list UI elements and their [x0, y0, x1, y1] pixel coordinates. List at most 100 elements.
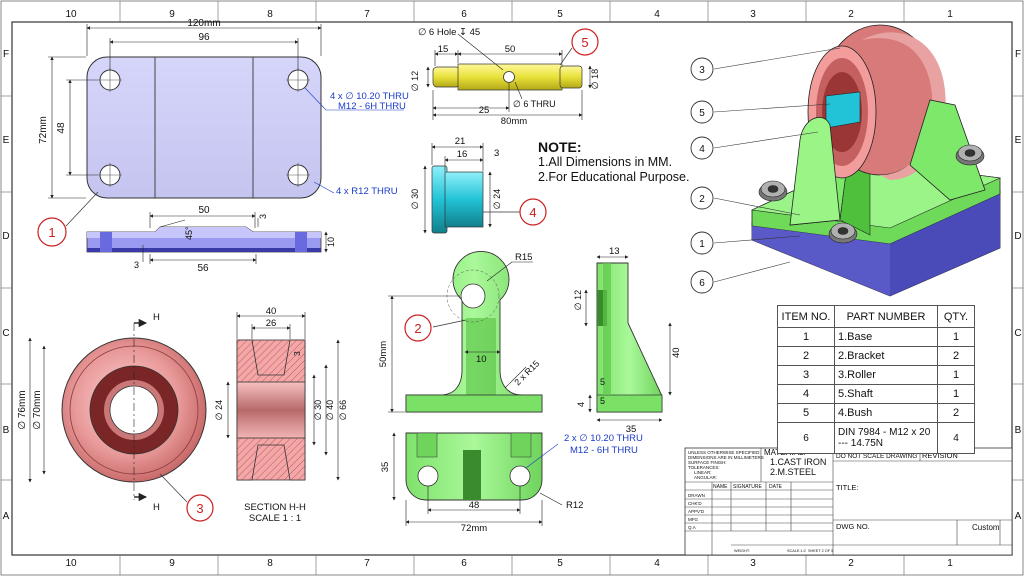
- bom-part: 5.Shaft: [834, 384, 938, 404]
- base-side-dim-3: 3: [258, 214, 268, 219]
- bom-part: 4.Bush: [834, 403, 938, 423]
- bracket-top-dim-72: 72mm: [461, 523, 487, 534]
- bom-header-qty: QTY.: [937, 305, 975, 328]
- assembly-balloon-label: 1: [699, 239, 705, 250]
- bom-qty: 4: [937, 422, 975, 454]
- zone-letter-left: F: [3, 49, 9, 60]
- assembly-balloon-label: 4: [699, 144, 705, 155]
- bracket-side-dim-4: 4: [576, 402, 586, 407]
- shaft-view: ∅ 6 Hole ↧ 45 15 50 ∅ 12 ∅ 18 ∅ 6 THRU 2…: [410, 27, 600, 127]
- bracket-side-dim-40: 40: [671, 347, 682, 358]
- section-dia-30: ∅ 30: [313, 400, 323, 420]
- roller-dia-76: ∅ 76mm: [17, 390, 28, 429]
- callout-2: 2: [404, 314, 467, 342]
- bom-header-part: PART NUMBER: [834, 305, 938, 328]
- assembly-balloon: [690, 270, 714, 294]
- zone-letter-left: B: [3, 425, 10, 436]
- callout-2-label: 2: [414, 321, 421, 336]
- tb-name: NAME: [713, 484, 728, 490]
- roller-section-h-bottom: H: [153, 502, 160, 513]
- base-thread-note: M12 - 6H THRU: [338, 101, 406, 112]
- tb-surface: SURFACE FINISH:: [688, 460, 727, 465]
- roller-dia-70: ∅ 70mm: [32, 390, 43, 429]
- tb-signature: SIGNATURE: [733, 484, 762, 490]
- zone-number-top: 8: [267, 9, 273, 20]
- section-dia-24: ∅ 24: [214, 400, 224, 420]
- bom-qty: 2: [937, 403, 975, 423]
- bracket-top-r12: R12: [566, 500, 583, 511]
- bracket-top-thread: M12 - 6H THRU: [570, 445, 638, 456]
- tb-title: TITLE:: [836, 483, 859, 492]
- zone-number-top: 5: [557, 9, 563, 20]
- zone-letter-right: D: [1014, 231, 1021, 242]
- zone-letter-right: F: [1015, 49, 1021, 60]
- zone-number-top: 10: [65, 9, 77, 20]
- callout-4-label: 4: [529, 205, 536, 220]
- callout-4: 4: [483, 198, 547, 226]
- tb-unless: UNLESS OTHERWISE SPECIFIED:: [688, 450, 761, 455]
- section-dia-40: ∅ 40: [325, 400, 335, 420]
- zone-letter-right: C: [1014, 328, 1021, 339]
- tb-row-qa: Q.A: [688, 525, 696, 530]
- zone-number-top: 9: [169, 9, 175, 20]
- bracket-side-dim-35: 35: [626, 424, 637, 435]
- assembly-balloon: [690, 186, 714, 210]
- callout-3: 3: [159, 473, 214, 522]
- shaft-thru-note: ∅ 6 THRU: [513, 99, 556, 109]
- bom-qty: 1: [937, 365, 975, 385]
- bracket-side-dim-5b: 5: [600, 396, 605, 406]
- assembly-isometric: [713, 24, 1002, 297]
- bracket-top-view: 2 x ∅ 10.20 THRU M12 - 6H THRU 35 48 72m…: [380, 432, 643, 534]
- zone-number-bottom: 10: [65, 558, 77, 569]
- callout-5: 5: [559, 28, 599, 66]
- bush-dim-16: 16: [457, 149, 468, 160]
- zone-number-bottom: 6: [461, 558, 467, 569]
- bom-qty: 2: [937, 346, 975, 366]
- bracket-side-dim-5a: 5: [600, 377, 605, 387]
- callout-5-label: 5: [581, 35, 588, 50]
- bom-part: 2.Bracket: [834, 346, 938, 366]
- base-radius-note: 4 x R12 THRU: [336, 186, 398, 197]
- bom-item: 6: [777, 422, 835, 454]
- zone-number-bottom: 3: [750, 558, 756, 569]
- zone-number-bottom: 8: [267, 558, 273, 569]
- shaft-hole-note: ∅ 6 Hole ↧ 45: [418, 27, 480, 38]
- bom-item: 4: [777, 384, 835, 404]
- zone-letter-left: A: [3, 511, 10, 522]
- base-side-view: 50 3 45° 3 56 10: [86, 205, 336, 274]
- drawing-note: NOTE: 1.All Dimensions in MM. 2.For Educ…: [538, 139, 689, 185]
- section-dim-3: 3: [292, 351, 302, 356]
- tb-row-drawn: DRAWN: [688, 493, 705, 498]
- tb-size: Custom: [972, 523, 1000, 532]
- zone-letter-left: E: [3, 135, 10, 146]
- base-top-view: 120mm 96 72mm 48 4 x ∅ 10.20 THRU M12 - …: [38, 18, 409, 199]
- zone-number-top: 7: [364, 9, 370, 20]
- bush-dia-30: ∅ 30: [410, 189, 420, 209]
- assembly-balloon: [690, 100, 714, 124]
- tb-revision: REVISION: [922, 451, 958, 460]
- bracket-top-dim-48: 48: [469, 500, 480, 511]
- title-block: UNLESS OTHERWISE SPECIFIED: DIMENSIONS A…: [684, 447, 1013, 556]
- bom-part: 1.Base: [834, 327, 938, 347]
- zone-letter-right: B: [1015, 425, 1022, 436]
- section-dim-26: 26: [266, 318, 277, 329]
- roller-front-view: H H ∅ 76mm ∅ 70mm: [17, 312, 207, 513]
- bracket-r15: R15: [515, 252, 532, 263]
- tb-material-2: 2.M.STEEL: [770, 467, 816, 477]
- note-line-2: 2.For Educational Purpose.: [538, 170, 690, 184]
- section-scale: SCALE 1 : 1: [249, 513, 301, 524]
- zone-number-bottom: 5: [557, 558, 563, 569]
- callout-3-label: 3: [196, 501, 203, 516]
- bom-item: 3: [777, 365, 835, 385]
- tb-tol: TOLERANCES:: [688, 465, 720, 470]
- tb-weight: WEIGHT:: [734, 549, 750, 553]
- bracket-front-view: R15 50mm 10 2 x R15: [378, 251, 543, 413]
- roller-section-view: 40 26 3 ∅ 24 ∅ 30 ∅ 40 ∅ 66 SECTION H-H …: [214, 306, 348, 524]
- shaft-dim-50: 50: [505, 44, 516, 55]
- tb-row-appvd: APPV'D: [688, 509, 705, 514]
- shaft-dim-25: 25: [479, 105, 490, 116]
